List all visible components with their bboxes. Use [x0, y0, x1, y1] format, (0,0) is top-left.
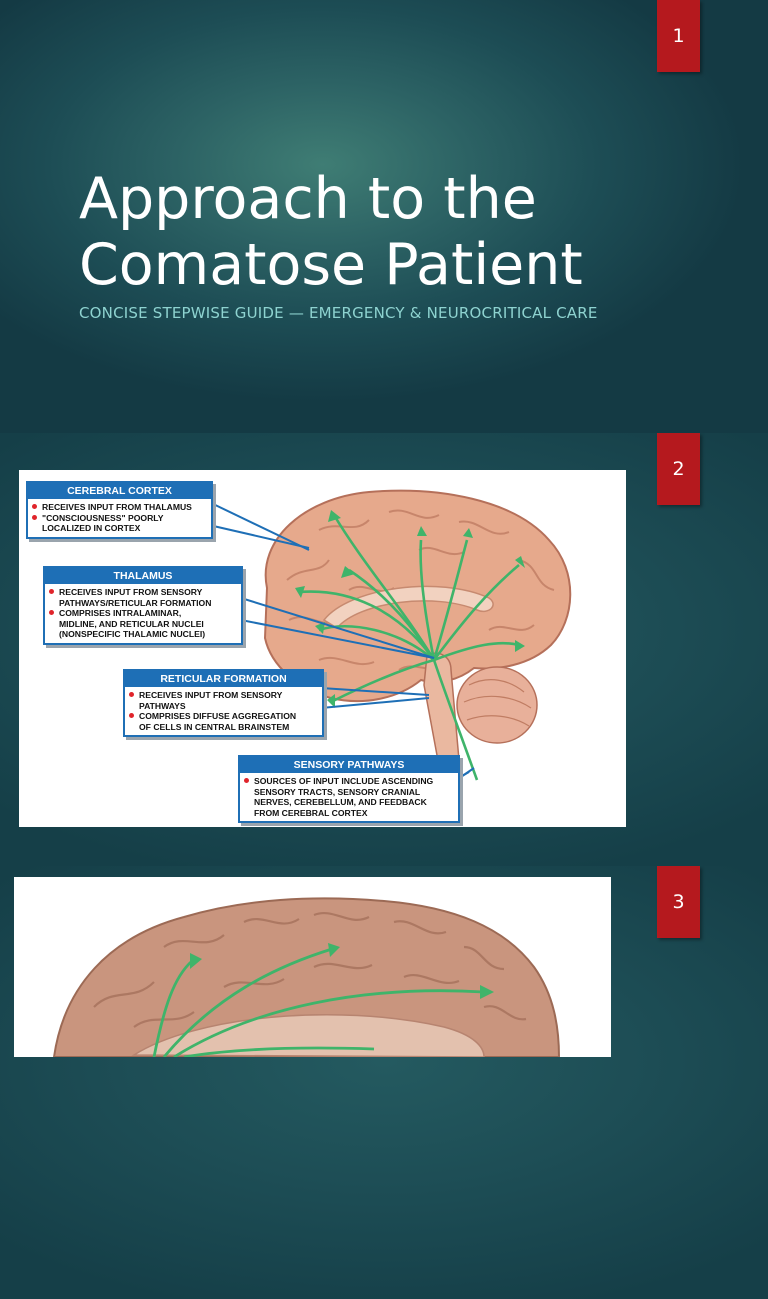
callout-item: COMPRISES DIFFUSE AGGREGATION OF CELLS I…	[125, 711, 322, 732]
slide-number-badge: 1	[657, 0, 700, 72]
brain-sagittal-illustration	[208, 489, 572, 801]
callout-heading: THALAMUS	[45, 568, 241, 584]
bullet-dot-icon	[32, 514, 37, 520]
callout-item: RECEIVES INPUT FROM THALAMUS	[28, 502, 211, 513]
callout-list: SOURCES OF INPUT INCLUDE ASCENDING SENSO…	[240, 776, 458, 818]
sensory-pathways-callout: SENSORY PATHWAYS SOURCES OF INPUT INCLUD…	[238, 755, 460, 824]
pathway-arrowheads	[295, 510, 525, 708]
callout-leader-lines	[208, 501, 475, 801]
callout-list: RECEIVES INPUT FROM SENSORY PATHWAYS COM…	[125, 690, 322, 732]
brain-photo-illustration	[52, 897, 561, 1057]
callout-list: RECEIVES INPUT FROM THALAMUS "CONSCIOUSN…	[28, 502, 211, 534]
cerebellum	[456, 666, 538, 744]
arousal-system-figure: CEREBRAL CORTEX RECEIVES INPUT FROM THAL…	[19, 470, 626, 827]
callout-item: "CONSCIOUSNESS" POORLY LOCALIZED IN CORT…	[28, 513, 211, 534]
callout-item: COMPRISES INTRALAMINAR, MIDLINE, AND RET…	[45, 608, 241, 640]
bullet-dot-icon	[32, 504, 37, 509]
callout-heading: CEREBRAL CORTEX	[28, 483, 211, 499]
bullet-dot-icon	[129, 692, 134, 697]
brain-photo-slide[interactable]: 3	[0, 866, 768, 1299]
reticular-formation-callout: RETICULAR FORMATION RECEIVES INPUT FROM …	[123, 669, 324, 738]
callout-heading: SENSORY PATHWAYS	[240, 757, 458, 773]
brain-arousal-slide[interactable]: 2	[0, 433, 768, 866]
callout-item: RECEIVES INPUT FROM SENSORY PATHWAYS	[125, 690, 322, 711]
cerebellum-folia	[463, 679, 532, 727]
callout-item: SOURCES OF INPUT INCLUDE ASCENDING SENSO…	[240, 776, 458, 818]
title-line-1: Approach to the	[79, 166, 537, 232]
slide-number-badge: 3	[657, 866, 700, 938]
slide-subtitle: CONCISE STEPWISE GUIDE — EMERGENCY & NEU…	[79, 304, 598, 322]
pathway-arrowheads	[190, 943, 494, 999]
bullet-dot-icon	[129, 713, 134, 719]
slide-title: Approach to the Comatose Patient	[79, 166, 719, 298]
slide-number-badge: 2	[657, 433, 700, 505]
ascending-pathways	[298, 514, 520, 781]
thalamus-callout: THALAMUS RECEIVES INPUT FROM SENSORY PAT…	[43, 566, 243, 645]
callout-list: RECEIVES INPUT FROM SENSORY PATHWAYS/RET…	[45, 587, 241, 640]
title-line-2: Comatose Patient	[79, 232, 583, 298]
bullet-dot-icon	[244, 778, 249, 783]
bullet-dot-icon	[49, 589, 54, 594]
bullet-dot-icon	[49, 610, 54, 616]
callout-heading: RETICULAR FORMATION	[125, 671, 322, 687]
brain-photo-figure	[14, 877, 611, 1057]
title-slide[interactable]: 1 Approach to the Comatose Patient CONCI…	[0, 0, 768, 433]
cerebral-cortex-callout: CEREBRAL CORTEX RECEIVES INPUT FROM THAL…	[26, 481, 213, 539]
callout-item: RECEIVES INPUT FROM SENSORY PATHWAYS/RET…	[45, 587, 241, 608]
